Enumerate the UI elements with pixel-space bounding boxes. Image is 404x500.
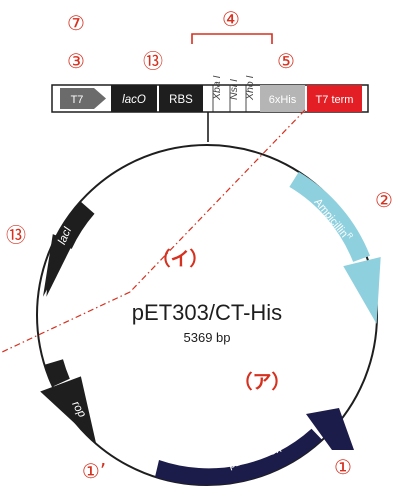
- annotation-1: ①: [334, 455, 352, 479]
- ori-arrow-body: [155, 428, 323, 486]
- expression-cassette: T7 lacO RBS 6xHis T7 term: [51, 84, 369, 113]
- laco-block: [111, 85, 157, 112]
- annotation-5: ⑤: [277, 49, 295, 73]
- rbs-block: [159, 85, 203, 112]
- t7-term-label: T7 term: [316, 94, 354, 106]
- ampicillin-arrow-head: [343, 257, 381, 324]
- xho-label: Xho I: [244, 75, 256, 101]
- annotation-3: ③: [67, 49, 85, 73]
- divider-line-lower: [0, 291, 131, 354]
- restriction-sites: Xba I Nsi I Xho I: [211, 75, 256, 101]
- his-tag-block: [260, 85, 305, 112]
- rop-arrow-body: [44, 359, 70, 387]
- annotation-13-top: ⑬: [143, 49, 163, 73]
- t7-promoter-arrow: [60, 88, 106, 109]
- annotation-4: ④: [222, 7, 240, 31]
- his-tag-label: 6xHis: [269, 94, 297, 106]
- plasmid-name: pET303/CT-His: [132, 300, 282, 325]
- restriction-bracket: [191, 33, 273, 44]
- laci-arrow-head-fill: [43, 234, 74, 297]
- divider-line-upper: [129, 109, 306, 293]
- xba-label: Xba I: [211, 75, 223, 101]
- rop-arrow-head: [40, 376, 96, 443]
- rbs-label: RBS: [169, 94, 193, 106]
- ampicillin-arrow-body: [289, 171, 370, 262]
- t7-term-block: [307, 85, 362, 112]
- laco-label: lacO: [122, 94, 146, 106]
- laci-arrow-body: [54, 201, 95, 249]
- annotation-7: ⑦: [67, 11, 85, 35]
- region-a-label: （ア）: [233, 370, 290, 393]
- annotation-1-prime: ①’: [82, 459, 106, 483]
- plasmid-size: 5369 bp: [184, 330, 231, 345]
- annotation-2: ②: [375, 188, 393, 212]
- ori-arrow-head: [306, 408, 354, 450]
- annotation-13-left: ⑬: [6, 223, 26, 247]
- nsi-label: Nsi I: [228, 79, 240, 100]
- region-i-label: （イ）: [151, 247, 208, 270]
- t7-label: T7: [71, 94, 84, 106]
